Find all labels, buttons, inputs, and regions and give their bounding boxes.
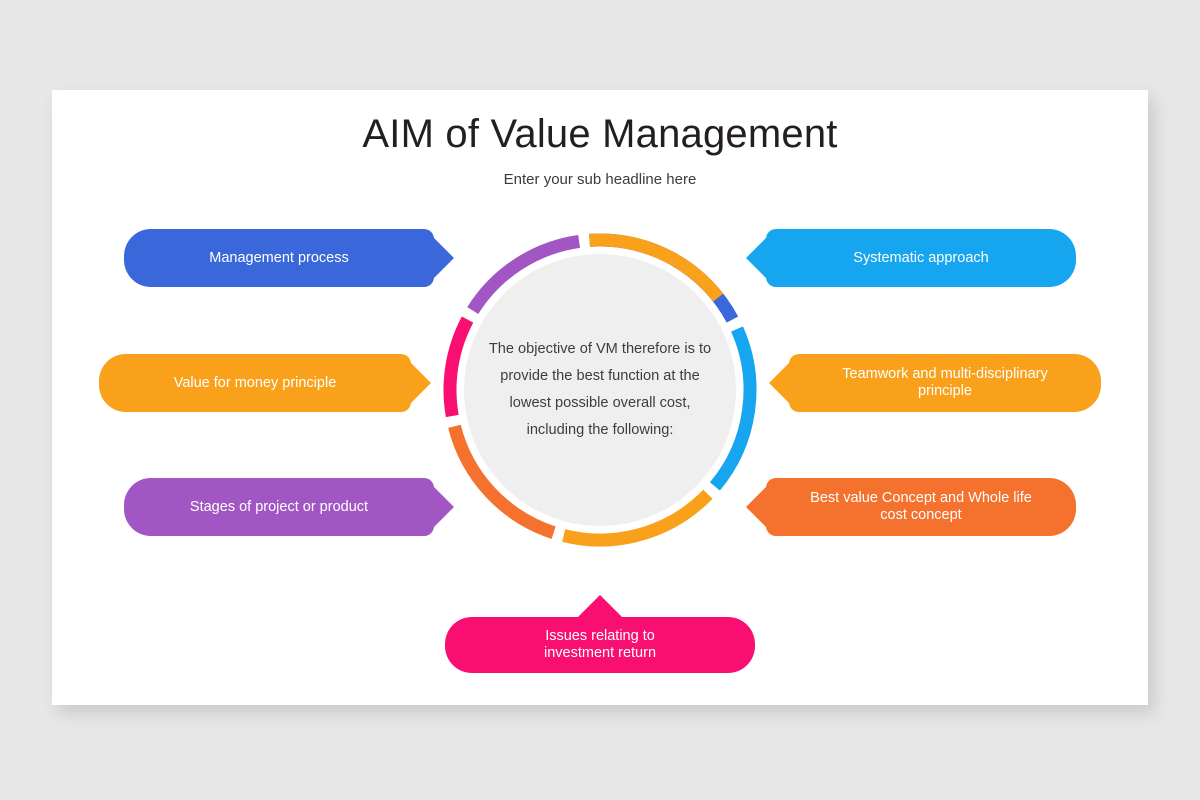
center-circle: The objective of VM therefore is to prov… — [464, 254, 736, 526]
ring-segment-stages-of-project — [467, 235, 581, 315]
callout-label: Systematic approach — [853, 249, 989, 266]
callout-systematic-approach[interactable]: Systematic approach — [766, 229, 1076, 287]
callout-label: Issues relating to investment return — [543, 628, 657, 661]
ring-segment-teamwork-principle — [562, 489, 713, 547]
value-management-ring: The objective of VM therefore is to prov… — [435, 225, 765, 555]
slide-card: AIM of Value Management Enter your sub h… — [52, 90, 1148, 705]
callout-label: Best value Concept and Whole life cost c… — [810, 490, 1032, 523]
ring-segment-best-value-concept — [448, 424, 556, 539]
callout-issues-investment-return[interactable]: Issues relating to investment return — [445, 617, 755, 673]
callout-value-for-money[interactable]: Value for money principle — [99, 354, 411, 412]
page-subtitle: Enter your sub headline here — [503, 171, 697, 188]
center-objective-text: The objective of VM therefore is to prov… — [488, 341, 712, 438]
page-title: AIM of Value Management — [362, 112, 838, 156]
callout-label: Stages of project or product — [189, 498, 369, 515]
ring-segment-issues-investment-return — [443, 316, 474, 418]
callout-teamwork-principle[interactable]: Teamwork and multi-disciplinary principl… — [789, 354, 1101, 412]
callout-best-value-concept[interactable]: Best value Concept and Whole life cost c… — [766, 478, 1076, 536]
callout-management-process[interactable]: Management process — [124, 229, 434, 287]
callout-label: Management process — [209, 249, 349, 266]
callout-label: Value for money principle — [173, 374, 337, 391]
ring-segment-systematic-approach — [709, 326, 757, 491]
ring-segment-value-for-money — [589, 233, 724, 302]
callout-label: Teamwork and multi-disciplinary principl… — [842, 366, 1048, 399]
ring-segments-svg — [443, 233, 757, 547]
callout-stages-of-project[interactable]: Stages of project or product — [124, 478, 434, 536]
